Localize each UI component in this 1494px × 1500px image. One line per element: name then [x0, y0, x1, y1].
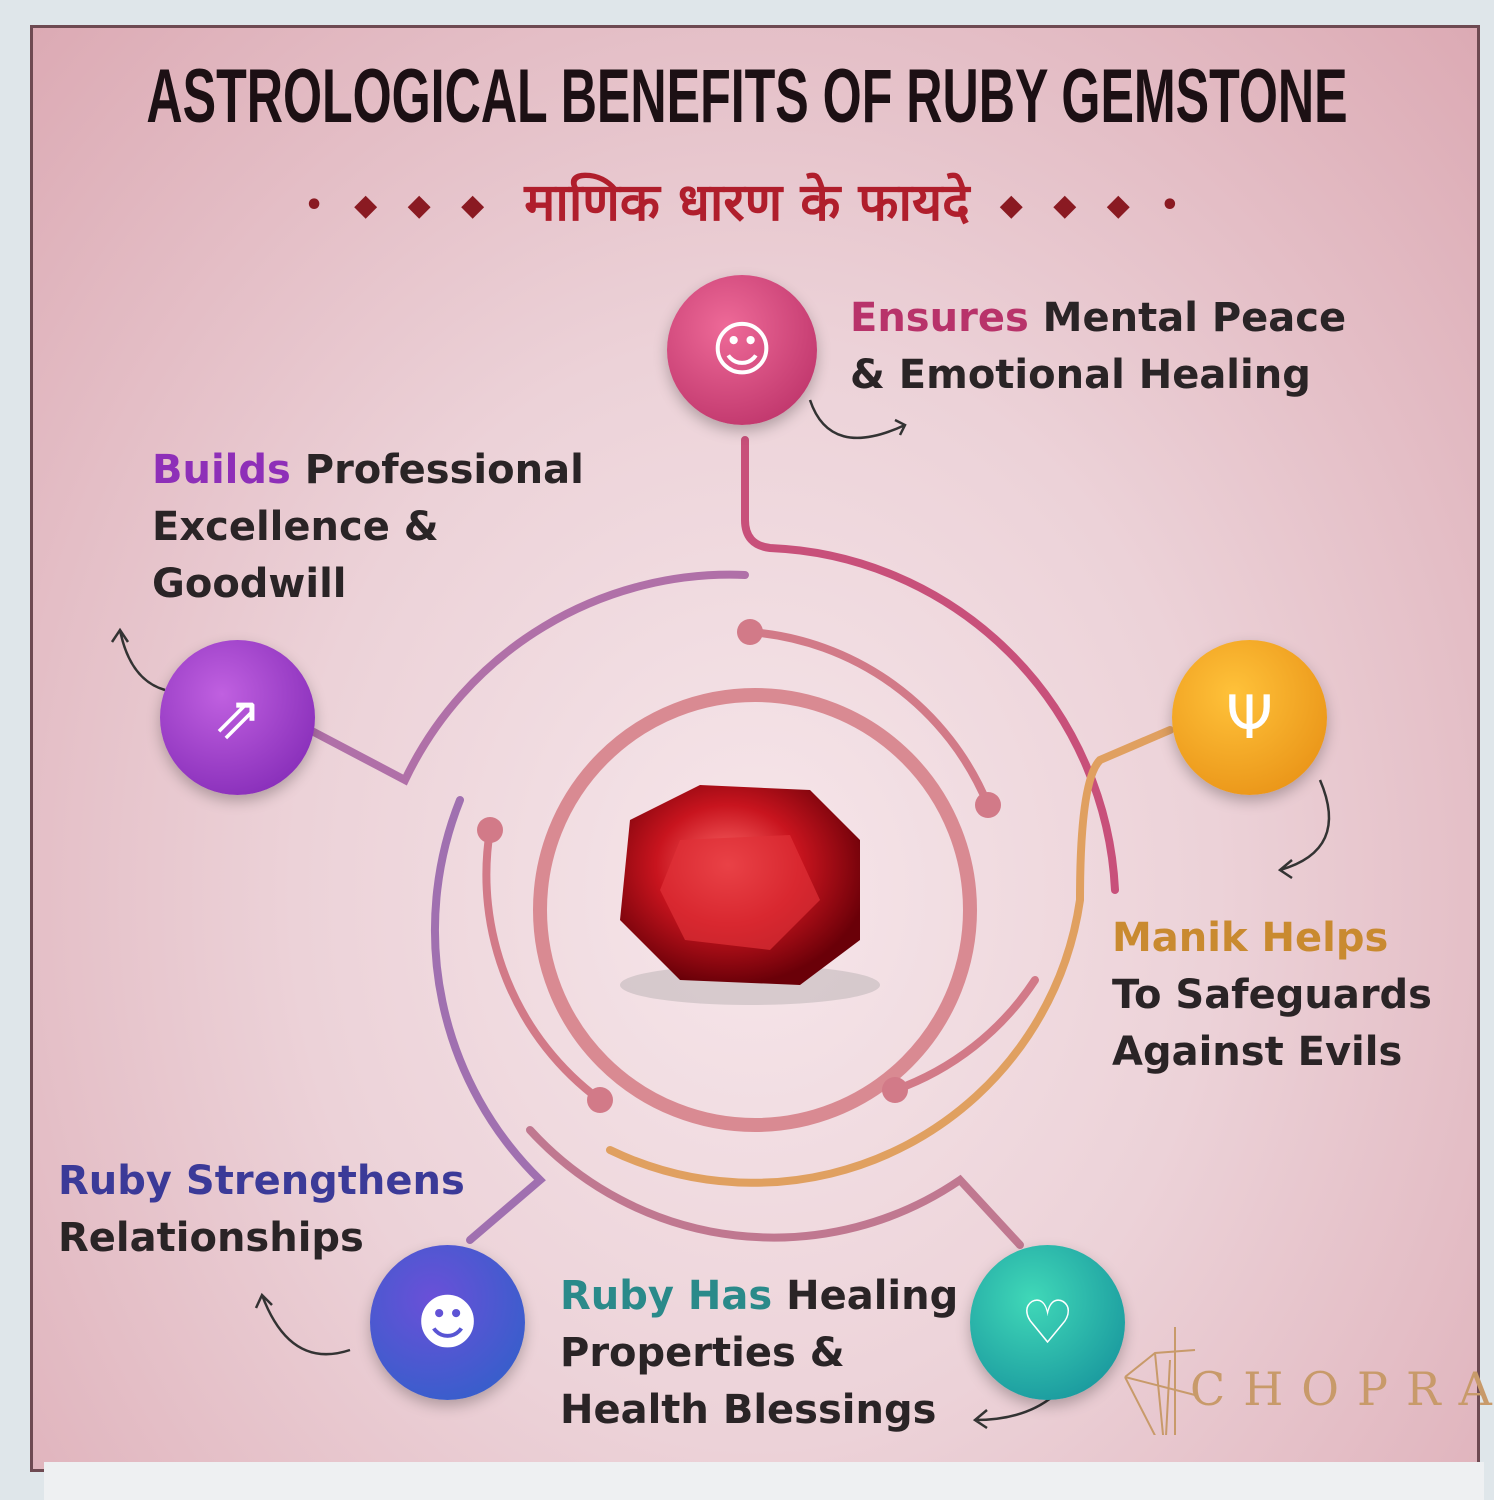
hindi-subtitle: • ◆ ◆ ◆ माणिक धारण के फायदे ◆ ◆ ◆ • — [0, 168, 1494, 241]
benefit-highlight: Manik Helps — [1112, 915, 1389, 961]
hindi-subtitle-text: माणिक धारण के फायदे — [524, 173, 970, 233]
arrow-blue — [254, 1292, 351, 1356]
benefit-text: & Emotional Healing — [850, 352, 1311, 398]
benefit-highlight: Ensures — [850, 295, 1029, 341]
benefit-text: Against Evils — [1112, 1029, 1403, 1075]
arrow-orange — [1277, 779, 1331, 880]
benefit-text: Goodwill — [152, 561, 347, 607]
chopra-logo-diamond-icon — [1124, 1327, 1196, 1435]
benefit-text: Health Blessings — [560, 1387, 937, 1433]
benefit-mental-peace: Ensures Mental Peace & Emotional Healing — [850, 290, 1346, 404]
outer-arc-teal — [526, 1126, 1024, 1249]
heart-hands-icon: ♡ — [970, 1245, 1125, 1400]
page-title: ASTROLOGICAL BENEFITS OF RUBY GEMSTONE — [146, 54, 1348, 139]
benefit-text: To Safeguards — [1112, 972, 1432, 1018]
benefit-healing: Ruby Has Healing Properties & Health Ble… — [560, 1268, 958, 1439]
benefit-highlight: Builds — [152, 447, 291, 493]
benefit-text: Properties & — [560, 1330, 845, 1376]
couple-icon: ☻ — [370, 1245, 525, 1400]
benefit-professional: Builds Professional Excellence & Goodwil… — [152, 442, 584, 613]
ornament-right: ◆ ◆ ◆ • — [999, 188, 1190, 223]
benefit-highlight: Ruby Strengthens — [58, 1158, 465, 1204]
ruby-gem — [620, 785, 880, 1005]
outer-arc-orange — [606, 726, 1174, 1187]
meditating-face-icon: ☺ — [667, 275, 817, 425]
arrow-pink — [808, 399, 907, 440]
ring-end-dots — [477, 619, 1001, 1113]
benefit-text: Excellence & — [152, 504, 439, 550]
benefit-relationships: Ruby Strengthens Relationships — [58, 1153, 465, 1267]
arrow-purple — [110, 627, 166, 692]
outer-arc-blue — [430, 796, 546, 1244]
bottom-strip — [44, 1462, 1484, 1500]
benefit-text: Relationships — [58, 1215, 364, 1261]
chopra-logo-text: CHOPRA — [1190, 1362, 1494, 1416]
ring-arc-2 — [482, 826, 604, 1104]
benefit-highlight: Ruby Has — [560, 1273, 773, 1319]
benefit-safeguard: Manik Helps To Safeguards Against Evils — [1112, 910, 1432, 1081]
benefit-text: Professional — [290, 447, 584, 493]
benefit-text: Healing — [772, 1273, 959, 1319]
inner-ring — [533, 688, 977, 1132]
benefit-text: Mental Peace — [1028, 295, 1347, 341]
outer-arc-purple — [306, 570, 749, 786]
outer-arc-pink — [741, 436, 1119, 894]
ornament-left: • ◆ ◆ ◆ — [304, 188, 495, 223]
trident-icon: Ψ — [1172, 640, 1327, 795]
ring-arc-3 — [891, 976, 1039, 1094]
running-growth-icon: ⇗ — [160, 640, 315, 795]
ring-arc-1 — [746, 628, 992, 809]
